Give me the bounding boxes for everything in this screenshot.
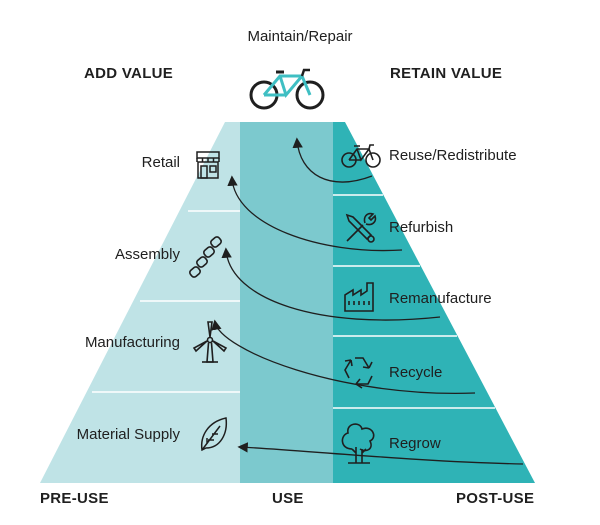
recycle-icon xyxy=(344,357,373,389)
stage-label-regrow: Regrow xyxy=(389,435,441,452)
factory-icon xyxy=(344,282,374,312)
chain-icon xyxy=(189,236,222,278)
arrow-recycle xyxy=(211,319,476,395)
add-value-header: ADD VALUE xyxy=(84,65,174,82)
pre-use-dividers xyxy=(92,210,240,393)
retain-value-header: RETAIN VALUE xyxy=(390,65,503,82)
arrow-reuse xyxy=(292,137,373,183)
stage-label-manufacturing: Manufacturing xyxy=(84,334,180,351)
road-bike-icon xyxy=(249,68,325,110)
use-section xyxy=(240,122,333,483)
leaf-icon xyxy=(200,417,228,452)
stage-label-material-supply: Material Supply xyxy=(76,426,180,443)
footer-use: USE xyxy=(272,490,304,507)
arrow-refurbish xyxy=(227,175,403,252)
stage-label-reuse: Reuse/Redistribute xyxy=(389,147,517,164)
maintain-repair-title: Maintain/Repair xyxy=(247,28,353,45)
tools-icon xyxy=(345,212,377,243)
stage-label-recycle: Recycle xyxy=(389,364,443,381)
bicycle-icon xyxy=(341,144,381,168)
stage-label-remanufacture: Remanufacture xyxy=(389,290,492,307)
footer-post-use: POST-USE xyxy=(456,490,535,507)
arrow-regrow xyxy=(237,442,524,465)
stage-label-assembly: Assembly xyxy=(114,246,180,263)
post-use-dividers xyxy=(333,194,495,409)
stage-label-retail: Retail xyxy=(141,154,180,171)
wind-turbine-icon xyxy=(192,321,228,363)
flow-arrows xyxy=(211,137,524,465)
shop-icon xyxy=(196,151,220,179)
footer-pre-use: PRE-USE xyxy=(40,490,109,507)
post-use-section xyxy=(333,122,535,483)
tree-icon xyxy=(341,423,375,464)
stage-label-refurbish: Refurbish xyxy=(389,219,454,236)
arrow-remanufacture xyxy=(221,247,441,321)
